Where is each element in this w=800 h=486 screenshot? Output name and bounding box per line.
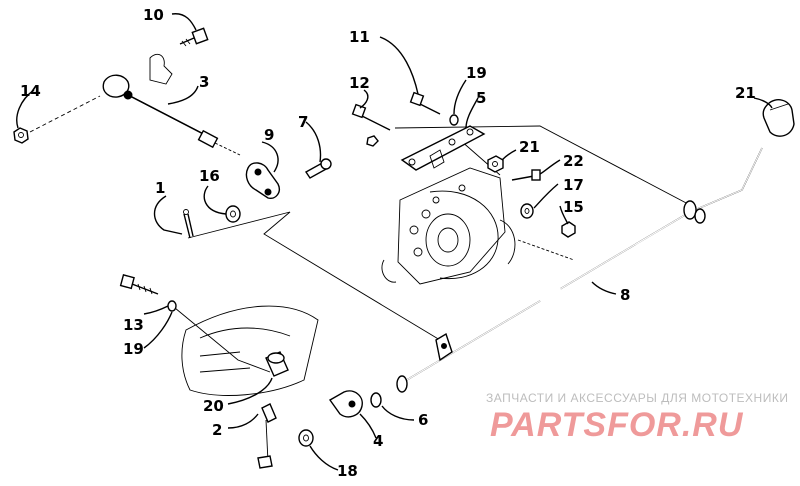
callout-16: 16: [199, 167, 220, 185]
callout-11: 11: [349, 28, 370, 46]
callout-23: 22: [563, 152, 584, 170]
watermark-tagline: ЗАПЧАСТИ И АКСЕССУАРЫ ДЛЯ МОТОТЕХНИКИ: [486, 391, 788, 405]
part-17-washer: [520, 203, 534, 219]
callout-10: 10: [143, 6, 164, 24]
part-13-bolt: [119, 274, 159, 295]
part-3-upper-link-rod: [102, 53, 241, 156]
part-4-rod-end: [328, 390, 363, 418]
callout-19-lower: 19: [123, 340, 144, 358]
callout-2: 2: [212, 421, 222, 439]
part-19-washer-lower: [167, 300, 177, 312]
callout-18: 18: [337, 462, 358, 480]
part-5-bracket: [400, 125, 486, 171]
callout-21: 21: [735, 84, 756, 102]
callout-3: 3: [199, 73, 209, 91]
part-11-bolt: [409, 91, 441, 115]
callout-5: 5: [476, 89, 486, 107]
part-15-nut: [561, 221, 576, 238]
part-8-throttle-rod: [396, 147, 763, 393]
part-10-bolt: [179, 27, 209, 47]
leader-lines: [16, 13, 773, 471]
part-6-washer: [370, 392, 382, 408]
part-19-washer-upper: [449, 114, 459, 126]
cover-sketch: [181, 305, 319, 396]
callout-17: 17: [563, 176, 584, 194]
callout-7: 7: [298, 113, 308, 131]
callout-15: 15: [563, 198, 584, 216]
part-2-pin: [261, 403, 277, 423]
part-20-spacer: [265, 351, 289, 377]
housing-sketch: [381, 167, 575, 285]
callout-14: 14: [20, 82, 41, 100]
watermark-brand: PARTSFOR.RU: [490, 406, 744, 444]
callout-4: 4: [373, 432, 383, 450]
part-16-washer: [225, 205, 241, 223]
part-22-nut: [487, 155, 504, 173]
part-12-bolt: [351, 103, 391, 147]
callout-12: 12: [349, 74, 370, 92]
part-9-bellcrank: [245, 162, 280, 199]
callout-22: 21: [519, 138, 540, 156]
part-21-knob: [762, 99, 795, 137]
callout-8: 8: [620, 286, 630, 304]
callouts: 10 3 14 9 7 1 16 11 19 12 5 21 22 17 15 …: [20, 6, 756, 480]
part-23-bolt: [511, 169, 541, 181]
part-18-washer: [257, 429, 314, 469]
part-7-pin: [304, 158, 332, 179]
callout-19-upper: 19: [466, 64, 487, 82]
part-14-nut: [13, 95, 101, 144]
callout-6: 6: [418, 411, 428, 429]
watermark: ЗАПЧАСТИ И АКСЕССУАРЫ ДЛЯ МОТОТЕХНИКИ PA…: [486, 391, 788, 444]
callout-20: 20: [203, 397, 224, 415]
callout-9: 9: [264, 126, 274, 144]
assembly-lines: [174, 125, 691, 463]
callout-13: 13: [123, 316, 144, 334]
callout-1: 1: [155, 179, 165, 197]
part-1-cotter-pin: [183, 209, 194, 239]
